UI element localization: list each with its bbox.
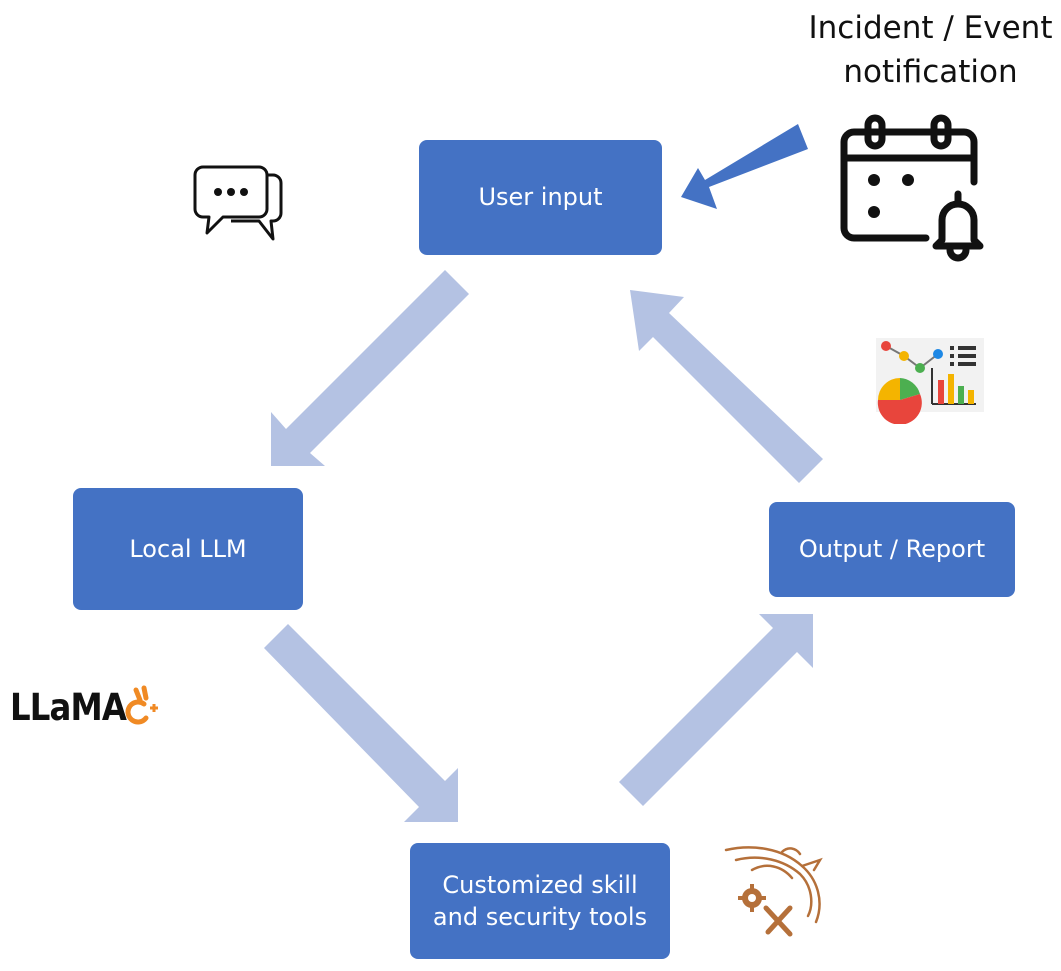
- llama-logo: LLaMA: [10, 685, 158, 729]
- analytics-dashboard-icon: [876, 338, 984, 424]
- user-input-label: User input: [478, 183, 603, 212]
- custom-tools-node: Customized skill and security tools: [410, 843, 670, 959]
- calendar-bell-icon: [840, 114, 984, 262]
- output-report-node: Output / Report: [769, 502, 1015, 597]
- arrow-llm-to-tools: [264, 624, 458, 822]
- kali-dragon-tools-icon: [724, 846, 823, 937]
- custom-tools-label: Customized skill and security tools: [432, 870, 648, 931]
- event-notification-label: Incident / Event notification: [808, 10, 1053, 90]
- user-input-node: User input: [419, 140, 662, 255]
- output-report-label: Output / Report: [798, 535, 986, 564]
- chat-bubbles-icon: [193, 165, 283, 241]
- arrow-user-to-llm: [271, 270, 469, 466]
- arrow-event-to-user: [681, 124, 808, 209]
- local-llm-node: Local LLM: [73, 488, 303, 610]
- local-llm-label: Local LLM: [129, 534, 247, 563]
- arrow-output-to-user: [630, 290, 823, 483]
- llama-logo-text: LLaMA: [10, 686, 127, 729]
- arrow-tools-to-output: [619, 614, 813, 806]
